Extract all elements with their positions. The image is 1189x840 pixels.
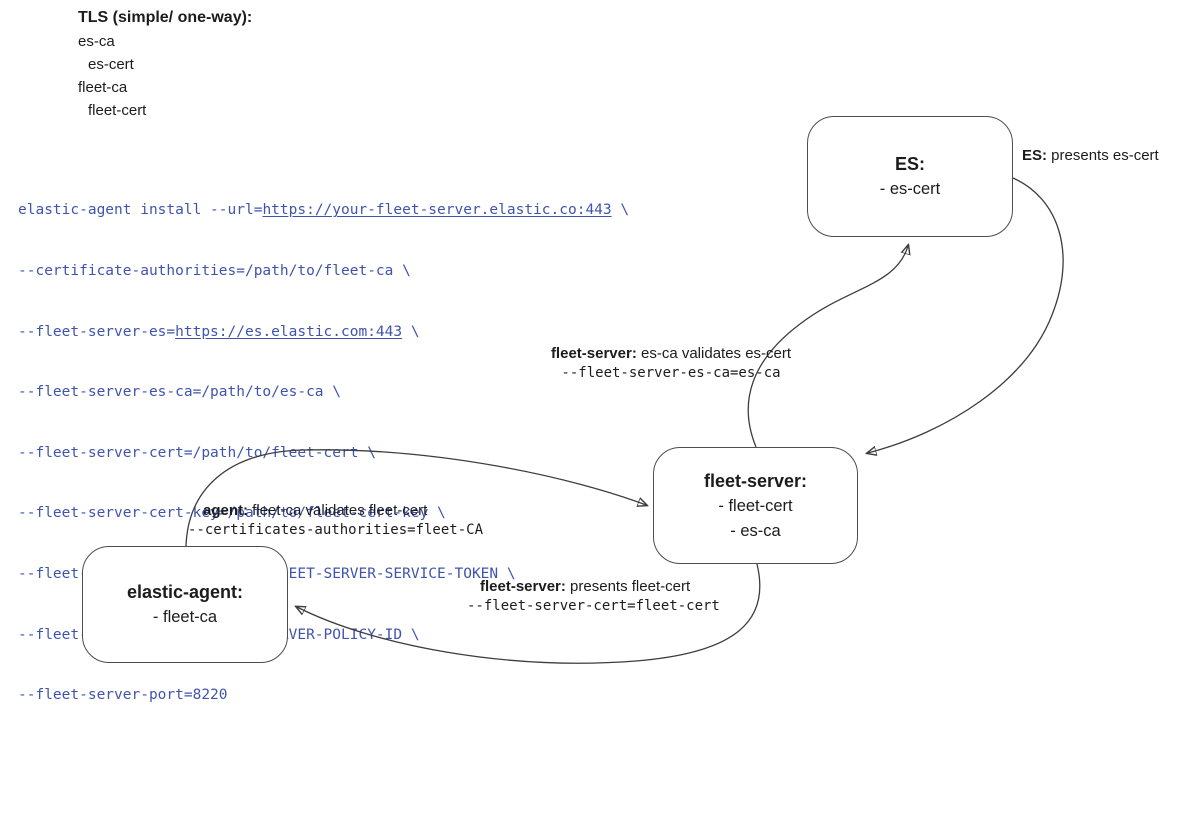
- label-rest: presents es-cert: [1047, 147, 1159, 164]
- node-es-title: ES:: [894, 154, 925, 174]
- label-code: --fleet-server-es-ca=es-ca: [561, 365, 781, 381]
- node-fleet-server-title: fleet-server:: [703, 470, 808, 491]
- node-es: ES: - es-cert: [807, 116, 1013, 237]
- label-text: fleet-server: es-ca validates es-cert: [540, 344, 802, 363]
- command-text: --fleet-server-port=8220: [18, 687, 228, 704]
- command-text: elastic-agent install --url=: [18, 202, 263, 219]
- label-text: agent: fleet-ca validates fleet-cert: [188, 501, 483, 520]
- edge-es-to-fleet-server: [868, 177, 1064, 453]
- label-bold: agent:: [203, 502, 248, 519]
- command-text: --fleet-server-es-ca=/path/to/es-ca \: [18, 384, 342, 401]
- command-line: --certificate-authorities=/path/to/fleet…: [18, 261, 629, 281]
- node-elastic-agent-title: elastic-agent:: [126, 582, 244, 602]
- command-text: \: [611, 202, 630, 219]
- tls-item-es-ca: es-ca: [78, 33, 115, 50]
- tls-legend-title: TLS (simple/ one-way):: [78, 9, 253, 26]
- label-bold: ES:: [1022, 147, 1048, 164]
- command-url-link[interactable]: https://your-fleet-server.elastic.co:443: [262, 202, 612, 219]
- label-rest: es-ca validates es-cert: [636, 345, 792, 362]
- label-bold: fleet-server:: [480, 578, 566, 595]
- command-text: --fleet-server-cert=/path/to/fleet-cert …: [18, 444, 376, 461]
- label-rest: fleet-ca validates fleet-cert: [248, 502, 428, 519]
- command-line: --fleet-server-es=https://es.elastic.com…: [18, 322, 629, 342]
- command-line: elastic-agent install --url=https://your…: [18, 200, 629, 220]
- node-es-ca-line: - es-ca: [730, 521, 781, 540]
- label-bold: fleet-server:: [550, 345, 637, 362]
- command-text: \: [402, 323, 420, 340]
- label-text: ES: presents es-cert: [1022, 146, 1159, 165]
- command-text: --certificate-authorities=/path/to/fleet…: [18, 263, 411, 280]
- label-code: --fleet-server-cert=fleet-cert: [467, 598, 720, 614]
- label-rest: presents fleet-cert: [565, 578, 691, 595]
- command-text: --fleet-server-es=: [18, 323, 176, 340]
- label-text: fleet-server: presents fleet-cert: [467, 577, 720, 596]
- command-text: --fleet-server-cert-key=/path/to/fleet-c…: [18, 505, 446, 522]
- install-command: elastic-agent install --url=https://your…: [18, 160, 629, 726]
- command-line: --fleet-server-port=8220: [18, 685, 629, 705]
- node-fleet-ca-line: - fleet-ca: [152, 608, 218, 626]
- label-code: --certificates-authorities=fleet-CA: [188, 522, 484, 538]
- edge-fleet-server-to-agent: [297, 563, 761, 664]
- label-fleet-server-presents-fleet-cert: fleet-server: presents fleet-cert --flee…: [467, 577, 720, 617]
- edge-agent-to-fleet-server: [185, 449, 646, 547]
- command-line: --fleet-server-cert=/path/to/fleet-cert …: [18, 443, 629, 463]
- edge-fleet-server-to-es: [747, 246, 908, 448]
- tls-item-es-cert: es-cert: [88, 56, 134, 73]
- command-url-link[interactable]: https://es.elastic.com:443: [175, 323, 403, 340]
- label-es-presents-es-cert: ES: presents es-cert: [1022, 146, 1159, 165]
- node-elastic-agent: elastic-agent: - fleet-ca: [82, 546, 288, 663]
- label-agent-validates-fleet-cert: agent: fleet-ca validates fleet-cert --c…: [188, 501, 483, 541]
- command-line: --fleet-server-cert-key=/path/to/fleet-c…: [18, 503, 629, 523]
- label-fleet-server-validates-es-cert: fleet-server: es-ca validates es-cert --…: [540, 344, 802, 384]
- tls-item-fleet-cert: fleet-cert: [88, 102, 147, 119]
- command-line: --fleet-server-es-ca=/path/to/es-ca \: [18, 382, 629, 402]
- node-fleet-server: fleet-server: - fleet-cert - es-ca: [653, 447, 858, 564]
- node-es-cert-line: - es-cert: [879, 180, 941, 198]
- tls-item-fleet-ca: fleet-ca: [78, 79, 128, 96]
- tls-legend: TLS (simple/ one-way): es-ca es-cert fle…: [78, 6, 252, 122]
- node-fleet-cert-line: - fleet-cert: [718, 496, 793, 515]
